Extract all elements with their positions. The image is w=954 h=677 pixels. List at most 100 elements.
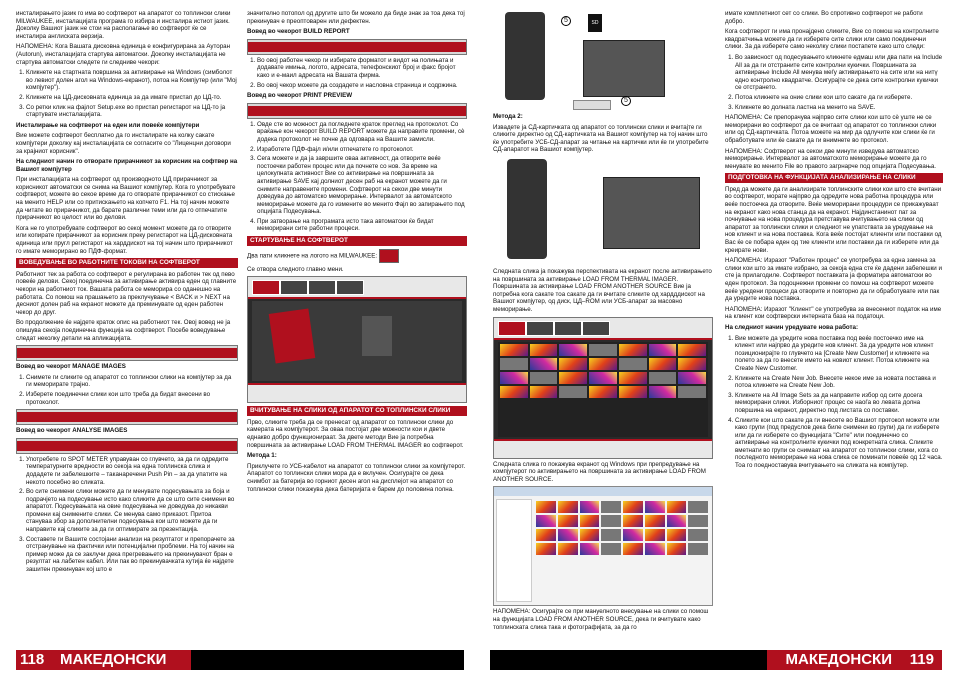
laptop-icon	[583, 40, 665, 97]
software-screenshot	[16, 345, 238, 362]
note: НАПОМЕНА: Кога Вашата дисковна единица е…	[16, 43, 231, 66]
note: НАПОМЕНА: Изразот "Работен процес" се уп…	[725, 257, 942, 303]
language-label: МАКЕДОНСКИ	[785, 651, 892, 668]
thumbnail-grid	[498, 342, 708, 400]
software-screenshot	[16, 437, 238, 454]
list-item: При затворање на програмата исто така ав…	[257, 218, 467, 233]
main-menu-screenshot	[247, 276, 467, 404]
section-bar: ВОВЕДУВАЊЕ ВО РАБОТНИТЕ ТОКОВИ НА СОФТВЕ…	[16, 258, 238, 268]
list-item: Во овој работен чекор ги избирате формат…	[257, 57, 467, 80]
paragraph: Се отвора следното главно мени.	[247, 265, 344, 273]
tab-manage	[252, 280, 280, 296]
step-number: 5	[621, 96, 631, 106]
paragraph: Два пати кликнете на логото на MILWAUKEE…	[247, 248, 467, 263]
list-item: Снимете ги сликите од апаратот со топлин…	[26, 374, 238, 389]
list-item: Сликите кои што сакате да ги внесете во …	[735, 417, 943, 470]
list: Во овој работен чекор ги избирате формат…	[247, 57, 467, 89]
software-screenshot	[247, 102, 467, 119]
list-item: Кликнете на стартната површина за активи…	[26, 69, 238, 92]
footer-right: МАКЕДОНСКИ 119	[490, 650, 942, 670]
list-item: Во зависност од подесувањето кликнете ед…	[735, 54, 943, 92]
column-3: SD 5 5 Метода 2: Извадете ја СД-картичка…	[493, 10, 713, 644]
list: Кликнете на стартната површина за активи…	[16, 69, 238, 119]
page-number: 119	[909, 651, 934, 668]
paragraph: значително потопол од другите што би мож…	[247, 10, 465, 25]
paragraph: инсталирањето јазик го има во софтверот …	[16, 10, 231, 40]
list-item: Кликнете на ЦД-дисковната единица за да …	[26, 94, 238, 102]
paragraph: Кога не го употребувате софтверот во сек…	[16, 224, 233, 255]
paragraph: Извадете ја СД-картичката од апаратот со…	[493, 123, 709, 154]
list-item: Со ретки клик на фајлот Setup.exe во при…	[26, 104, 238, 119]
paragraph: Пред да можете да ги анализирате топлинс…	[725, 185, 942, 254]
paragraph: Кога софтверот ги има пронајдено сликите…	[725, 28, 939, 51]
heading: На следниот начин уредувате нова работа:	[725, 323, 859, 331]
logo-caption: Два пати кликнете на логото на MILWAUKEE…	[247, 252, 378, 260]
list-item: Употребете го SPOT METER управуван со гл…	[26, 456, 238, 486]
list-item: Овде сте во можност да погледнете краток…	[257, 121, 467, 144]
list-item: Сега можете и да ја завршите оваа активн…	[257, 155, 467, 216]
note: НАПОМЕНА: Се препорачува најпрво сите сл…	[725, 114, 937, 144]
heading: На следниот начин го отворате прирачнико…	[16, 158, 238, 173]
step-number: 5	[561, 16, 571, 26]
tab-build	[308, 280, 336, 296]
paragraph: Следната слика ја покажува перспективата…	[493, 267, 712, 313]
section-bar: ВЧИТУВАЊЕ НА СЛИКИ ОД АПАРАТОТ СО ТОПЛИН…	[247, 406, 467, 416]
list-item: Во сите снимени слики можете да ги менув…	[26, 488, 238, 534]
software-screenshot	[16, 409, 238, 426]
note: НАПОМЕНА: Осигурајте се при мануелното в…	[493, 608, 709, 631]
heading: Вовед во чекорот MANAGE IMAGES	[16, 363, 126, 371]
footer-left: 118 МАКЕДОНСКИ	[16, 650, 464, 670]
list-item: Потоа кликнете на оние слики кои што сак…	[735, 94, 943, 102]
paragraph: Работниот тек за работа со софтверот е р…	[16, 270, 237, 316]
paragraph: имате комплетниот сет со слики. Во спрот…	[725, 10, 923, 25]
list: Во зависност од подесувањето кликнете ед…	[725, 54, 943, 111]
software-screenshot	[247, 38, 467, 55]
heading: Вовед во чекорот ANALYSE IMAGES	[16, 427, 128, 435]
list-item: Кликнете во долната ластна на менито на …	[735, 104, 943, 112]
thermal-imager-icon	[507, 158, 547, 259]
sd-card-illustration: SD 5 5	[493, 10, 713, 110]
paragraph: Вие можете софтверот бесплатно да го инс…	[16, 132, 231, 155]
laptop-icon	[603, 176, 700, 249]
heading: Инсталирање на софтверот на еден или пов…	[16, 121, 200, 129]
list: Снимете ги сликите од апаратот со топлин…	[16, 374, 238, 406]
milwaukee-card-icon	[268, 308, 316, 364]
thermal-images-screenshot	[493, 316, 713, 459]
section-bar: ПОДГОТОВКА НА ФУНКЦИЈАТА АНАЛИЗИРАЊЕ НА …	[725, 173, 943, 183]
heading: Вовед во чекорот PRINT PREVIEW	[247, 92, 353, 100]
heading: Вовед во чекорот BUILD REPORT	[247, 28, 350, 36]
paragraph: Следната слика го покажува екранот од Wi…	[493, 460, 706, 483]
paragraph: Во продолжение ќе најдете краток опис на…	[16, 319, 231, 342]
column-1: инсталирањето јазик го има во софтверот …	[16, 10, 238, 644]
tab-analyse	[280, 280, 308, 296]
paragraph: При инсталацијата на софтверот од произв…	[16, 176, 236, 222]
thermal-imager-icon	[362, 316, 392, 357]
list-item: Вие можете да уредите нова поставка под …	[735, 335, 943, 373]
page-number: 118	[20, 651, 45, 668]
section-bar: СТАРТУВАЊЕ НА СОФТВЕРОТ	[247, 236, 467, 246]
milwaukee-logo-icon	[378, 248, 399, 263]
usb-reader-icon	[573, 100, 611, 110]
list: Овде сте во можност да погледнете краток…	[247, 121, 467, 233]
usb-illustration	[493, 157, 713, 265]
list-item: Изработете ПДФ-фајл и/или отпечатете го …	[257, 146, 467, 154]
list-item: Составете ги Вашите состојани анализи на…	[26, 536, 238, 574]
heading: Метода 2:	[493, 113, 523, 120]
windows-explorer-screenshot	[493, 486, 713, 607]
list-item: Во овој чекор можете да создадете и насл…	[257, 82, 467, 90]
language-label: МАКЕДОНСКИ	[60, 651, 167, 668]
heading: Метода 1:	[247, 452, 277, 460]
list-item: Кликнете на All Image Sets за да направи…	[735, 392, 943, 415]
sd-card-icon: SD	[588, 14, 602, 32]
list-item: Кликнете на Create New Job. Внесете неко…	[735, 375, 943, 390]
thermal-imager-icon	[505, 12, 545, 100]
list: Вие можете да уредите нова поставка под …	[725, 335, 943, 470]
paragraph: Приклучете го УСБ-кабелот на апаратот со…	[247, 462, 466, 493]
column-4: имате комплетниот сет со слики. Во спрот…	[725, 10, 943, 644]
note: НАПОМЕНА: Изразот "Клиент" се употребува…	[725, 305, 942, 321]
list: Употребете го SPOT METER управуван со гл…	[16, 456, 238, 574]
list-item: Изберете поединечни слики кои што треба …	[26, 391, 238, 406]
tab-print	[336, 280, 364, 296]
paragraph: Прво, сликите треба да се пренесат од ап…	[247, 418, 464, 449]
column-2: значително потопол од другите што би мож…	[247, 10, 467, 644]
